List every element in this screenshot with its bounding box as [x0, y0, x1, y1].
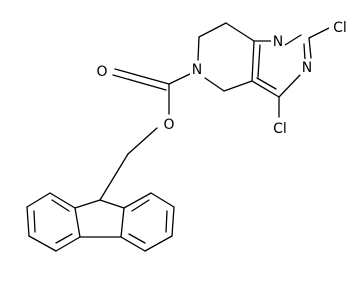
bond-c9-c9a [74, 199, 101, 209]
atom-n6: N [190, 61, 204, 78]
bond-c5-c4a [223, 80, 253, 92]
bond-lb-1 [74, 207, 81, 238]
bond-rb-inner-a [128, 233, 146, 244]
bond-carbonyl-c-o-double-a [114, 68, 170, 85]
bond-lb-4 [26, 206, 30, 237]
atom-o-carbonyl: O [95, 62, 110, 80]
bond-rb-3 [144, 235, 173, 252]
bond-c4-c4a-inner [256, 77, 277, 90]
bond-n6-c5 [204, 77, 225, 92]
atom-cl-4: Cl [269, 118, 291, 137]
bond-lb-2 [55, 236, 81, 252]
atom-n1-label: N [273, 34, 283, 50]
atom-cl-4-label: Cl [273, 121, 287, 137]
bond-c8a-c8 [225, 22, 255, 42]
atom-n6-label: N [192, 62, 202, 78]
bond-c7-n6 [197, 36, 200, 61]
bond-ch2-c9 [99, 153, 129, 201]
bond-c4a-c8a [251, 40, 255, 82]
atom-cl-2: Cl [329, 17, 351, 36]
bond-c2-n3 [308, 37, 312, 59]
bond-rb-inner-b [165, 210, 168, 233]
bond-c9-c8a-fl [99, 199, 125, 209]
atom-o-ester-label: O [163, 117, 174, 133]
bond-rb-2 [120, 236, 146, 252]
bond-c4a-c8a-inner [257, 44, 261, 78]
bond-lb-inner-a [55, 233, 73, 244]
bond-rb-5 [150, 192, 175, 208]
bond-lb-5 [26, 192, 51, 208]
bond-lb-inner-c [51, 199, 70, 212]
bond-c4-c4a [251, 80, 280, 98]
atom-n3: N [300, 59, 314, 76]
bond-carbonyl-c-o-double-b [112, 74, 167, 91]
bond-o-ch2 [127, 127, 158, 155]
bond-rb-inner-c [131, 199, 150, 212]
bond-n6-carbonyl-c [168, 73, 191, 85]
bond-c8-c7 [198, 22, 227, 38]
bond-n1-c2 [284, 34, 302, 46]
bond-lb-inner-b [33, 210, 36, 233]
bond-rb-4 [171, 206, 175, 237]
atom-o-ester: O [162, 115, 177, 133]
atom-n3-label: N [302, 60, 312, 76]
atom-n1: N [271, 33, 285, 50]
bond-lb-6 [49, 192, 76, 209]
bond-n3-c4 [278, 74, 301, 98]
bond-rb-6 [123, 192, 152, 209]
bond-lb-3 [28, 235, 57, 252]
bond-c2-n3-inner [303, 43, 306, 61]
bond-c2-cl [308, 27, 330, 39]
atom-cl-2-label: Cl [333, 20, 347, 36]
bond-rb-1 [120, 207, 125, 238]
atom-o-carbonyl-label: O [96, 64, 107, 80]
